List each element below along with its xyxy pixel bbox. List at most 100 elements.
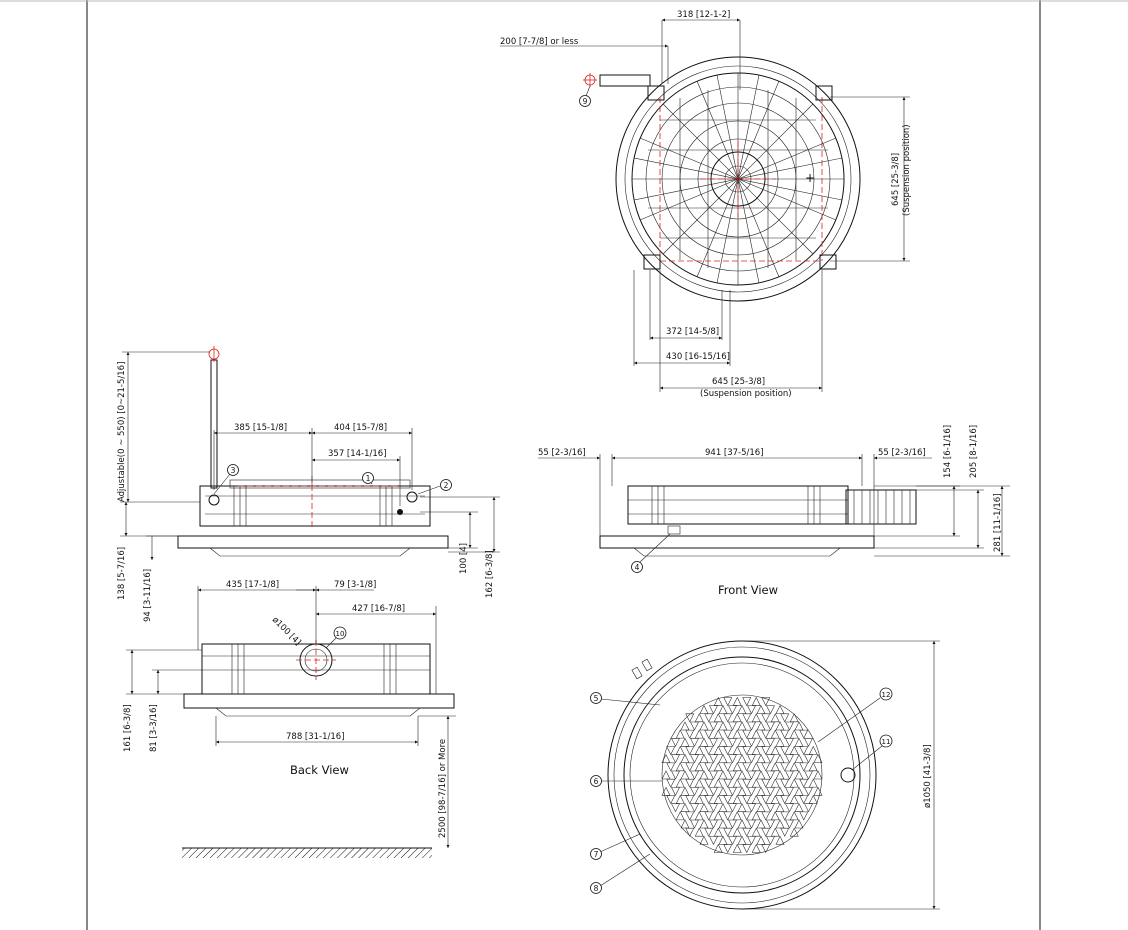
grille-cell (713, 729, 723, 739)
grille-cell (704, 746, 714, 756)
grille-cell (666, 762, 676, 772)
grille-cell (694, 778, 704, 788)
grille-cell (756, 819, 766, 829)
grille-cell (789, 713, 799, 723)
grille-cell (747, 819, 756, 829)
grille-cell (685, 827, 695, 837)
dim-side-94: 94 [3-11/16] (143, 569, 153, 622)
grille-cell (732, 778, 742, 788)
grille-cell (804, 770, 813, 780)
svg-text:12: 12 (882, 691, 891, 699)
grille-cell (751, 762, 761, 772)
grille-cell (747, 836, 756, 845)
grille-cell (694, 713, 704, 723)
dim-side-adjustable: Adjustable(0 ~ 550) [0~21-5/16] (117, 362, 127, 502)
grille-cell (780, 746, 790, 756)
dim-top-suspension-horizontal: (Suspension position) (700, 389, 792, 399)
drain-pipe-stub (599, 74, 651, 87)
grille-cell (775, 819, 785, 829)
grille-cell (690, 721, 699, 731)
dim-back-788: 788 [31-1/16] (286, 732, 345, 742)
dim-top-200: 200 [7-7/8] or less (500, 37, 579, 47)
grille-cell (694, 794, 704, 804)
grille-cell (747, 770, 756, 780)
grille-cell (761, 713, 771, 723)
grille-cell (761, 778, 771, 788)
grille-cell (756, 803, 766, 812)
grille-cell (770, 794, 780, 804)
dim-top-645-vertical: 645 [25-3/8] (891, 153, 901, 206)
grille-cell (761, 762, 771, 772)
grille-cell (756, 705, 766, 714)
grille-cell (713, 794, 723, 804)
grille-cell (789, 811, 799, 821)
grille-cell (770, 778, 780, 788)
grille-cell (747, 754, 756, 764)
grille-cell (775, 786, 785, 796)
svg-text:5: 5 (594, 694, 599, 703)
bottom-view-outer-ring (607, 640, 877, 910)
top-view: + (583, 56, 861, 302)
grille-cell (747, 787, 756, 796)
grille-cell (785, 803, 794, 813)
grille-cell (789, 745, 799, 755)
grille-cell (813, 770, 823, 780)
grille-cell (751, 843, 761, 853)
grille-cell (718, 705, 728, 714)
grille-cell (756, 754, 766, 763)
top-view-outer-ring (615, 56, 861, 302)
grille-cell (785, 738, 794, 747)
grille-cell (694, 745, 704, 755)
grille-cell (785, 721, 794, 731)
grille-cell (785, 787, 794, 796)
bottom-view-inner-ring (623, 656, 861, 894)
grille-cell (780, 762, 790, 772)
dim-side-404: 404 [15-7/8] (334, 423, 387, 433)
svg-text:11: 11 (882, 738, 891, 746)
front-view-panel (599, 535, 875, 549)
grille-cell (804, 738, 813, 747)
grille-cell (756, 786, 766, 796)
balloon-5: 5 (590, 692, 661, 706)
hanger-bracket-top-right (815, 85, 833, 101)
dim-back-phi100: ø100 [4] (270, 615, 303, 648)
grille-cell (766, 819, 775, 829)
balloon-9: 9 (579, 85, 591, 107)
grille-cell (718, 835, 728, 845)
grille-cell (685, 746, 695, 756)
grille-cell (737, 721, 747, 731)
grille-cell (799, 795, 809, 805)
grille-cell (694, 811, 704, 821)
grille-cell (751, 811, 761, 821)
dim-back-161: 161 [6-3/8] (123, 704, 133, 752)
grille-cell (742, 795, 752, 805)
grille-cell (709, 770, 718, 780)
grille-cell (680, 721, 690, 731)
grille-cell (709, 819, 718, 829)
grille-cell (718, 770, 728, 780)
grille-cell (666, 795, 676, 805)
grille-cell (732, 811, 742, 821)
top-view-plus-mark: + (805, 171, 815, 185)
dim-side-162: 162 [6-3/8] (485, 550, 495, 598)
grille-cell (704, 713, 714, 723)
grille-cell (737, 803, 747, 812)
grille-cell (794, 786, 804, 796)
dim-bottom-phi1050: ø1050 [41-3/8] (923, 744, 933, 808)
grille-cell (694, 729, 704, 739)
svg-text:4: 4 (635, 563, 640, 572)
grille-cell (756, 737, 766, 747)
grille-cell (799, 778, 809, 788)
dim-side-385: 385 [15-1/8] (234, 423, 287, 433)
grille-cell (780, 778, 790, 788)
front-view (599, 485, 917, 557)
grille-cell (728, 738, 737, 747)
balloon-1: 1 (362, 472, 374, 485)
grille-cell (709, 754, 718, 764)
grille-cell (680, 770, 690, 780)
grille-cell (675, 778, 685, 788)
grille-cell (699, 835, 709, 845)
grille-cell (713, 827, 723, 837)
grille-cell (794, 770, 804, 780)
side-view-panel (177, 535, 449, 549)
